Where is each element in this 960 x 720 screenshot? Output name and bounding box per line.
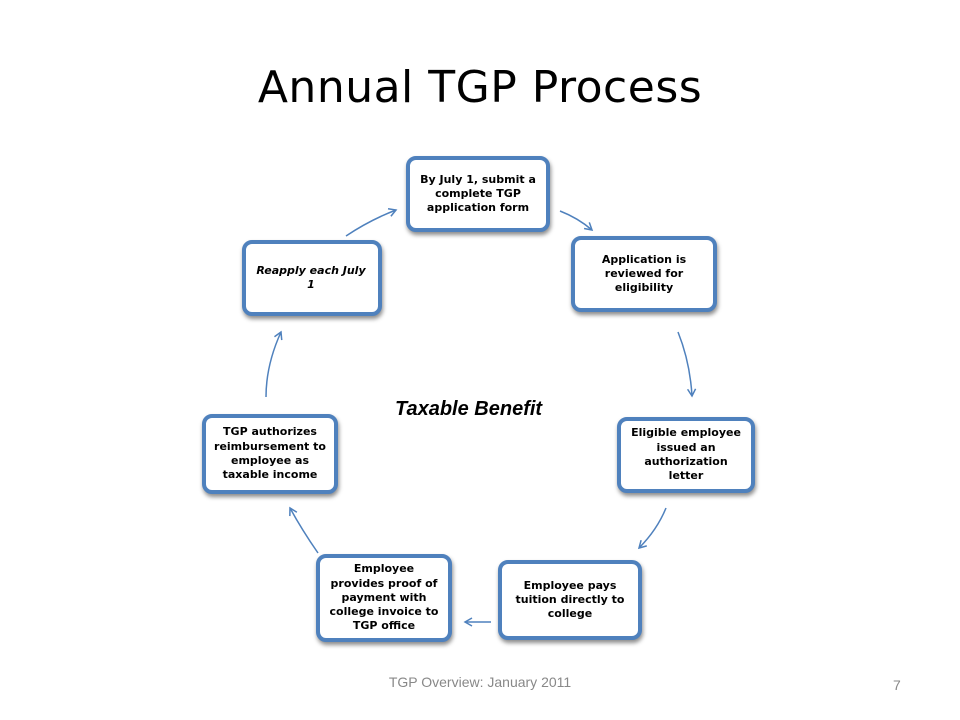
cycle-step-submit-application: By July 1, submit a complete TGP applica… <box>406 156 550 232</box>
arrow-step7-to-step1 <box>345 208 398 237</box>
arrow-step5-to-step6 <box>289 506 319 554</box>
cycle-step-review-eligibility: Application is reviewed for eligibility <box>571 236 717 312</box>
arrow-step1-to-step2 <box>559 210 594 231</box>
arrow-step3-to-step4 <box>637 507 667 550</box>
cycle-step-authorization-letter: Eligible employee issued an authorizatio… <box>617 417 755 493</box>
cycle-step-pay-tuition: Employee pays tuition directly to colleg… <box>498 560 642 640</box>
cycle-step-proof-of-payment: Employee provides proof of payment with … <box>316 554 452 642</box>
cycle-step-authorize-reimbursement: TGP authorizes reimbursement to employee… <box>202 414 338 494</box>
cycle-step-reapply: Reapply each July 1 <box>242 240 382 316</box>
page-number: 7 <box>893 677 901 693</box>
arrow-step2-to-step3 <box>677 331 697 398</box>
slide-footer: TGP Overview: January 2011 <box>388 674 572 690</box>
taxable-benefit-label: Taxable Benefit <box>395 398 543 420</box>
slide-title: Annual TGP Process <box>257 62 703 113</box>
arrow-step6-to-step7 <box>265 330 283 398</box>
